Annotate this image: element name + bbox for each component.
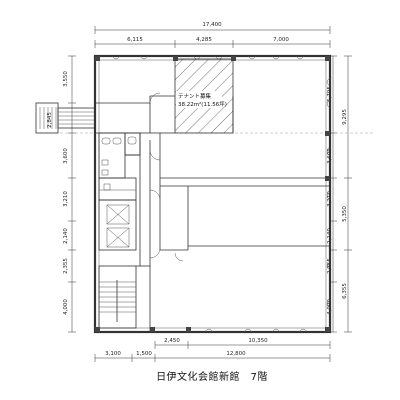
dim-bottom-inner-1: 2,450	[164, 338, 180, 344]
dim-top-seg-1: 6,115	[127, 37, 143, 43]
tenant-area: 38.22m²(11.56坪)	[178, 100, 227, 108]
top-dimensions: 17,400 6,115 4,285 7,000	[94, 22, 331, 48]
plan-title: 日伊文化会館新館 7階	[156, 370, 268, 383]
bottom-dimensions: 2,450 10,350 3,100 1,500 12,800	[94, 338, 331, 362]
dim-left-6: 2,355	[63, 258, 69, 274]
left-dimensions: 3,550 2,845 3,600 3,210 2,140 2,355 4,00…	[47, 55, 76, 333]
dim-bottom-outer-3: 12,800	[226, 351, 246, 357]
dim-bottom-outer-1: 3,100	[105, 351, 121, 357]
dim-top-seg-2: 4,285	[196, 37, 212, 43]
dim-bottom-inner-2: 10,350	[248, 338, 268, 344]
bottom-windows	[204, 328, 308, 333]
dim-top-seg-3: 7,000	[273, 37, 289, 43]
dim-bottom-outer-2: 1,500	[136, 351, 152, 357]
dim-right-outer-2: 5,350	[342, 206, 348, 222]
dim-left-2: 2,845	[47, 112, 53, 128]
dim-left-5: 2,140	[63, 228, 69, 244]
dim-left-3: 3,600	[63, 148, 69, 164]
core-area	[95, 95, 175, 332]
dim-left-7: 4,000	[63, 299, 69, 315]
dim-right-outer-1: 9,295	[342, 109, 348, 125]
dim-left-1: 3,550	[63, 71, 69, 87]
dim-right-outer-3: 6,355	[342, 283, 348, 299]
exterior-stair	[35, 102, 96, 134]
dim-left-4: 3,210	[63, 191, 69, 207]
dim-top-total: 17,400	[202, 22, 222, 28]
tenant-label: テナント募集	[178, 92, 212, 100]
right-windows	[326, 77, 331, 309]
tenant-space: テナント募集 38.22m²(11.56坪)	[174, 58, 234, 134]
office-partitions	[149, 92, 330, 262]
structural-columns	[95, 56, 330, 332]
